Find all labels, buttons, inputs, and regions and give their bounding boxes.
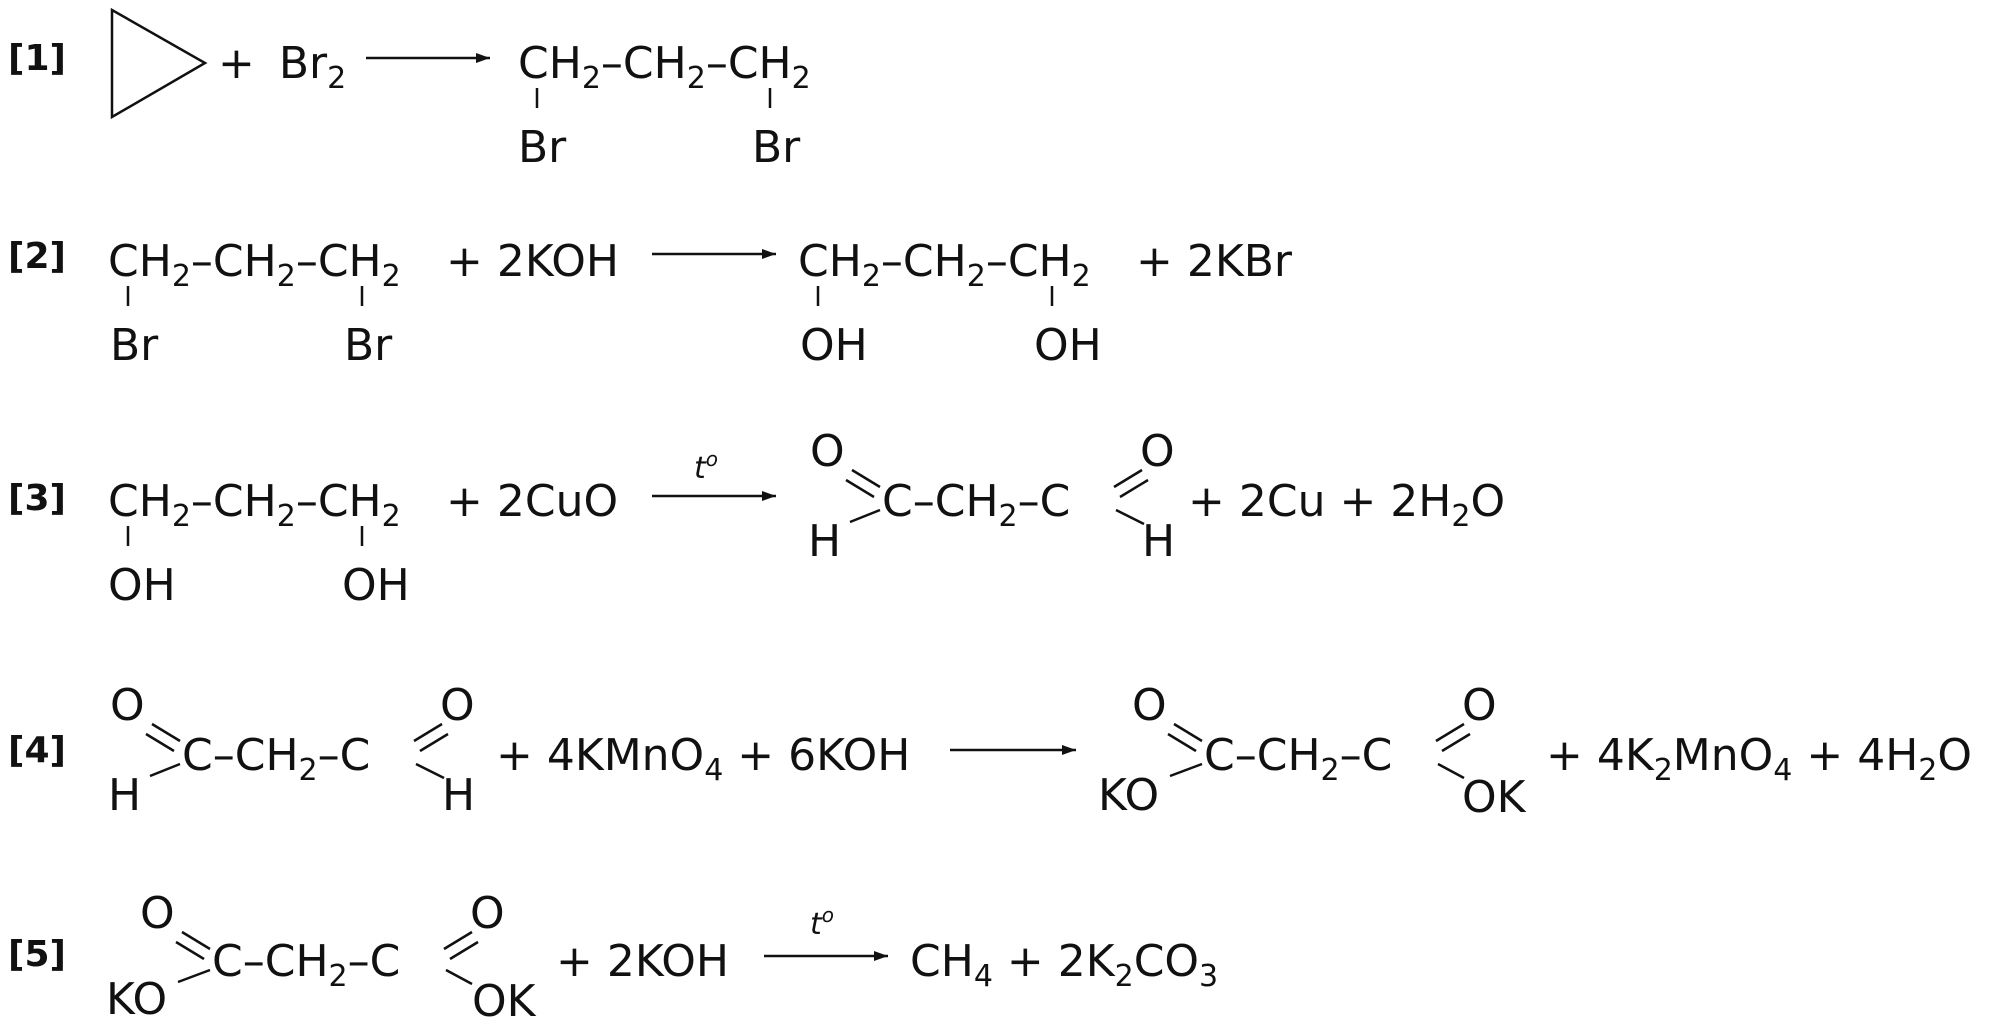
reaction-5-products: CH4 + 2K2CO3	[910, 936, 1218, 994]
reaction-4-reactant-h-left: H	[108, 770, 141, 821]
reaction-4-reactant-co-double-left-a	[151, 722, 181, 743]
reaction-4-reactant-o-right: O	[440, 680, 475, 731]
reaction-3-reagent: + 2CuO	[446, 476, 618, 527]
reaction-4-product-o-left: O	[1132, 680, 1167, 731]
reaction-4-reactant-ch-bond-right	[415, 762, 445, 780]
reaction-2-product-sub-right: OH	[1034, 320, 1102, 371]
reaction-4: [4] O H C–CH2–C O H + 4KMnO4 + 6KOH O KO…	[8, 680, 1972, 823]
reaction-4-reactant-co-double-right-b	[419, 732, 449, 753]
reaction-5-reactant-co-double-right-b	[449, 940, 479, 961]
reaction-1-reactants: + Br2	[218, 38, 346, 96]
reaction-4-product-k-left: KO	[1098, 770, 1159, 821]
reaction-3-byproducts: + 2Cu + 2H2O	[1188, 476, 1505, 534]
reaction-3-ch-bond-right	[1115, 508, 1145, 526]
reaction-3-ch-bond-left	[849, 508, 881, 524]
reaction-3-product-o-left: O	[810, 426, 845, 477]
reaction-1-product-chain: CH2–CH2–CH2	[518, 38, 811, 96]
reaction-4-product-co-double-left-a	[1173, 722, 1203, 743]
reaction-3-co-double-left-b	[845, 478, 875, 499]
reaction-5-reactant-co-double-right-a	[443, 930, 473, 951]
reaction-5-label: [5]	[8, 934, 66, 975]
reaction-3-product-o-right: O	[1140, 426, 1175, 477]
reaction-5-reactant-k-left: KO	[106, 974, 167, 1024]
reaction-2-product-chain: CH2–CH2–CH2	[798, 236, 1091, 294]
reaction-4-label: [4]	[8, 730, 66, 771]
reaction-2-reactant-sub-right: Br	[344, 320, 393, 371]
reaction-3-co-double-right-b	[1119, 478, 1149, 499]
reaction-2-reactant-chain: CH2–CH2–CH2	[108, 236, 401, 294]
reaction-4-reactant-o-left: O	[110, 680, 145, 731]
reaction-3-product-h-left: H	[808, 516, 841, 567]
reaction-3: [3] CH2–CH2–CH2 OH OH + 2CuO to O H C–CH…	[8, 426, 1505, 611]
reaction-5-reactant-k-right: OK	[472, 976, 537, 1024]
reaction-1: [1] + Br2 CH2–CH2–CH2 Br Br	[8, 7, 811, 173]
reaction-4-product-chain: C–CH2–C	[1204, 730, 1392, 788]
reaction-3-product-chain: C–CH2–C	[882, 476, 1070, 534]
reaction-3-label: [3]	[8, 478, 66, 519]
reaction-2: [2] CH2–CH2–CH2 Br Br + 2KOH CH2–CH2–CH2…	[8, 236, 1293, 371]
reaction-5: [5] O KO C–CH2–C O OK + 2KOH to CH4 + 2K…	[8, 888, 1218, 1024]
reaction-4-product-co-double-right-b	[1441, 732, 1471, 753]
cyclopropane-ring	[110, 7, 208, 120]
reaction-2-label: [2]	[8, 236, 66, 277]
reaction-4-reactant-co-double-right-a	[413, 722, 443, 743]
reaction-4-reactant-chain: C–CH2–C	[182, 730, 370, 788]
reaction-4-product-k-right: OK	[1462, 772, 1527, 823]
reaction-4-byproducts: + 4K2MnO4 + 4H2O	[1546, 730, 1972, 788]
reaction-4-reactant-h-right: H	[442, 770, 475, 821]
reaction-3-reactant-chain: CH2–CH2–CH2	[108, 476, 401, 534]
reaction-4-reagents: + 4KMnO4 + 6KOH	[496, 730, 910, 788]
reaction-4-reactant-ch-bond-left	[149, 762, 181, 778]
reaction-3-product-h-right: H	[1142, 516, 1175, 567]
reaction-2-reagent: + 2KOH	[446, 236, 619, 287]
reaction-5-reactant-o-right: O	[470, 888, 505, 939]
reaction-1-sub-right: Br	[752, 122, 801, 173]
reaction-5-reactant-co-double-left-a	[181, 930, 211, 951]
reaction-4-product-co-double-right-a	[1435, 722, 1465, 743]
reaction-4-product-o-right: O	[1462, 680, 1497, 731]
reaction-2-product-sub-left: OH	[800, 320, 868, 371]
reaction-5-condition: to	[810, 903, 834, 942]
reaction-4-product-co-bond-left	[1169, 762, 1203, 778]
reaction-2-reactant-sub-left: Br	[110, 320, 159, 371]
reaction-1-label: [1]	[8, 38, 66, 79]
reaction-3-reactant-sub-left: OH	[108, 560, 176, 611]
reaction-4-reactant-co-double-left-b	[145, 732, 175, 753]
reaction-1-sub-left: Br	[518, 122, 567, 173]
reaction-3-co-double-right-a	[1113, 468, 1143, 489]
reaction-4-product-co-double-left-b	[1167, 732, 1197, 753]
reaction-2-byproduct: + 2KBr	[1136, 236, 1293, 287]
reaction-3-condition: to	[694, 447, 718, 486]
reaction-3-reactant-sub-right: OH	[342, 560, 410, 611]
reaction-5-reagent: + 2KOH	[556, 936, 729, 987]
reaction-5-reactant-o-left: O	[140, 888, 175, 939]
reaction-5-reactant-co-bond-right	[445, 968, 473, 986]
reaction-3-co-double-left-a	[851, 468, 881, 489]
reaction-5-reactant-co-bond-left	[177, 968, 211, 984]
reaction-5-reactant-co-double-left-b	[175, 940, 205, 961]
reaction-4-product-co-bond-right	[1437, 762, 1465, 780]
reaction-5-reactant-chain: C–CH2–C	[212, 936, 400, 994]
